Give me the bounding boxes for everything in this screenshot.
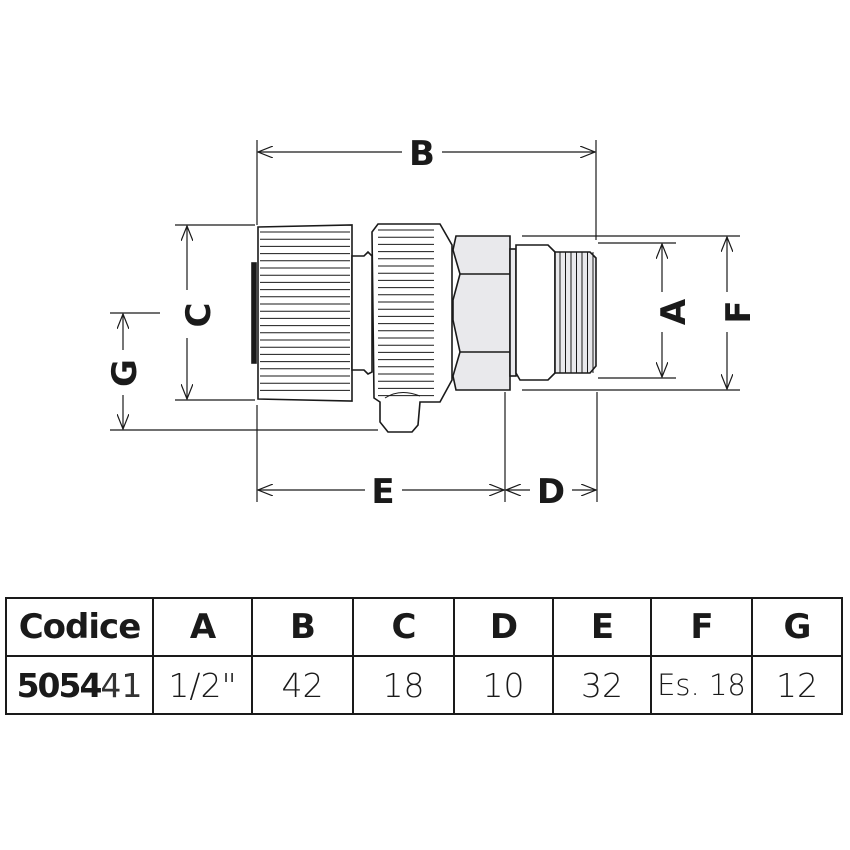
fitting-drawing: B E D C G A F: [105, 134, 759, 512]
cell-E: 32: [552, 655, 652, 715]
header-E: E: [552, 597, 652, 657]
header-D: D: [453, 597, 554, 657]
label-G: G: [105, 359, 145, 387]
cell-G: 12: [751, 655, 843, 715]
header-C: C: [352, 597, 455, 657]
label-D: D: [537, 472, 565, 512]
label-B: B: [409, 134, 435, 174]
header-A: A: [152, 597, 253, 657]
header-F: F: [650, 597, 753, 657]
cell-B: 42: [251, 655, 354, 715]
cell-D: 10: [453, 655, 554, 715]
code-bold: 5054: [16, 665, 103, 705]
cell-code: 505441: [5, 655, 154, 715]
label-F: F: [719, 300, 759, 323]
label-A: A: [654, 298, 694, 325]
table-header-row: Codice A B C D E F G: [5, 597, 843, 657]
cell-F: Es. 18: [650, 655, 753, 715]
header-codice: Codice: [5, 597, 154, 657]
fitting: [251, 223, 597, 433]
label-E: E: [371, 472, 394, 512]
knurled-nut: [257, 224, 353, 402]
header-B: B: [251, 597, 354, 657]
seal-edge: [251, 262, 257, 364]
dimensions-table: Codice A B C D E F G 505441 1/2" 42 18 1…: [5, 597, 843, 715]
code-suffix: 41: [100, 665, 143, 705]
cell-A: 1/2": [152, 655, 253, 715]
label-C: C: [179, 303, 219, 328]
hex-nut: [452, 235, 511, 391]
header-G: G: [751, 597, 843, 657]
thread: [554, 251, 597, 374]
table-row: 505441 1/2" 42 18 10 32 Es. 18 12: [5, 655, 843, 715]
body: [371, 223, 453, 433]
cell-C: 18: [352, 655, 455, 715]
